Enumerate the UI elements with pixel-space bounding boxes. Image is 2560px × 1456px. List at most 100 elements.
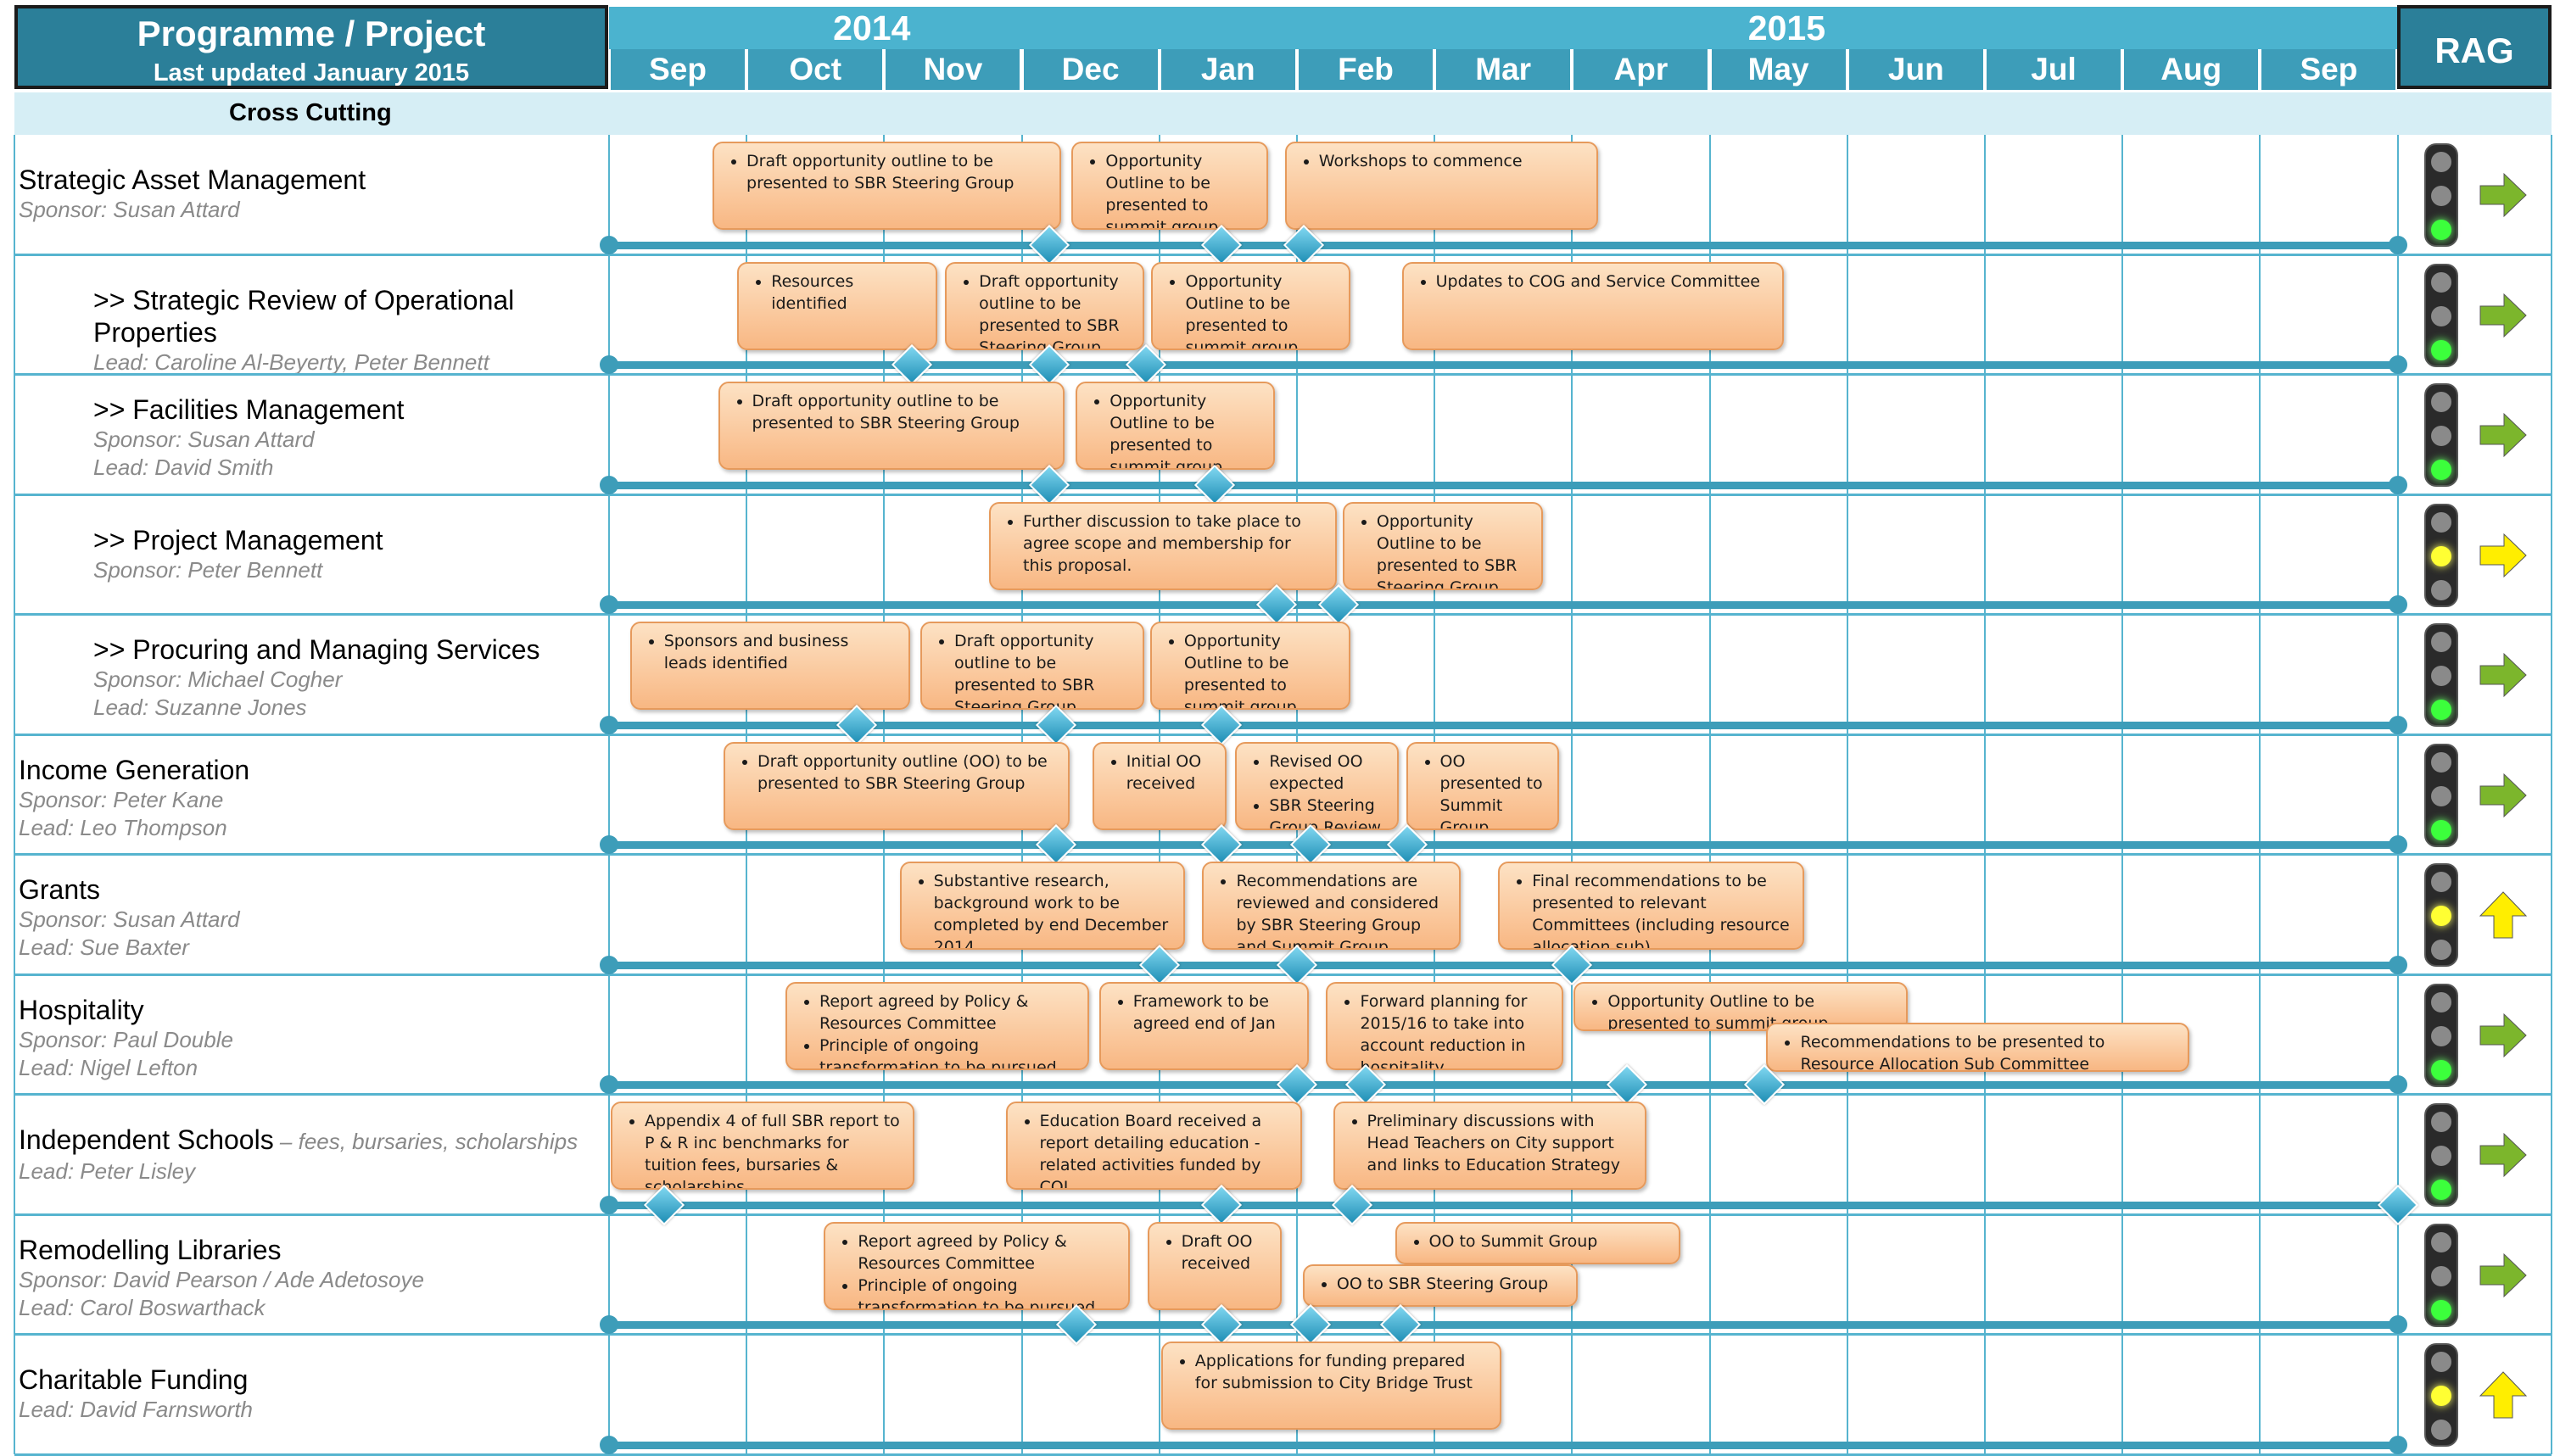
activity-note[interactable]: Draft opportunity outline to be presente… — [713, 142, 1062, 230]
activity-note[interactable]: Draft OO received — [1147, 1221, 1282, 1310]
note-bullet: Opportunity Outline to be presented to S… — [1377, 510, 1529, 589]
activity-note[interactable]: Resources identified — [737, 261, 938, 350]
activity-note[interactable]: Opportunity Outline to be presented to s… — [1071, 142, 1268, 230]
milestone-diamond[interactable] — [1193, 464, 1235, 505]
activity-note[interactable]: Draft opportunity outline (OO) to be pre… — [724, 741, 1070, 830]
activity-note[interactable]: Workshops to commence — [1284, 142, 1598, 230]
activity-note[interactable]: Opportunity Outline to be presented to s… — [1573, 981, 1908, 1031]
milestone-diamond[interactable] — [891, 343, 932, 386]
activity-note[interactable]: Appendix 4 of full SBR report to P & R i… — [611, 1102, 914, 1190]
milestone-diamond[interactable] — [1056, 1303, 1098, 1346]
milestone-diamond[interactable] — [1200, 823, 1242, 866]
arrow-right-icon — [2479, 652, 2527, 698]
project-tagline: – fees, bursaries, scholarships — [273, 1129, 579, 1154]
activity-note[interactable]: Substantive research, background work to… — [899, 862, 1186, 950]
activity-note[interactable]: Draft opportunity outline to be presente… — [945, 261, 1144, 350]
note-bullets: Recommendations are reviewed and conside… — [1216, 870, 1446, 948]
activity-note[interactable]: Further discussion to take place to agre… — [989, 501, 1337, 590]
rag-lamp — [2431, 339, 2451, 360]
rag-lamp — [2431, 220, 2451, 240]
milestone-diamond[interactable] — [1551, 944, 1593, 985]
project-owner: Sponsor: Paul Double — [19, 1026, 233, 1052]
activity-note[interactable]: OO to SBR Steering Group — [1302, 1264, 1578, 1307]
activity-note[interactable]: Final recommendations to be presented to… — [1498, 862, 1805, 950]
activity-note[interactable]: OO presented to Summit Group — [1406, 741, 1560, 830]
activity-note[interactable]: Preliminary discussions with Head Teache… — [1333, 1102, 1646, 1190]
project-label: >> Strategic Review of Operational Prope… — [93, 284, 568, 377]
activity-note[interactable]: Report agreed by Policy & Resources Comm… — [785, 981, 1089, 1070]
traffic-light-icon — [2424, 143, 2458, 247]
milestone-diamond[interactable] — [1138, 944, 1180, 985]
milestone-diamond[interactable] — [1276, 1063, 1318, 1106]
activity-note[interactable]: Draft opportunity outline to be presente… — [718, 382, 1065, 470]
project-name: >> Strategic Review of Operational Prope… — [93, 284, 515, 348]
milestone-diamond[interactable] — [1255, 583, 1297, 626]
activity-note[interactable]: Updates to COG and Service Committee — [1401, 261, 1784, 350]
row-divider — [14, 493, 2552, 496]
month-header: May — [1711, 49, 1846, 90]
note-bullet: Framework to be agreed end of Jan — [1133, 990, 1295, 1035]
milestone-diamond[interactable] — [1386, 823, 1428, 866]
project-title: Independent Schools – fees, bursaries, s… — [19, 1124, 595, 1158]
milestone-diamond[interactable] — [1345, 1063, 1387, 1106]
activity-note[interactable]: Opportunity Outline to be presented to s… — [1151, 261, 1350, 350]
activity-note[interactable]: Revised OO expectedSBR Steering Group Re… — [1235, 741, 1399, 830]
row-divider — [14, 253, 2552, 256]
project-owner: Sponsor: Peter Kane — [19, 786, 224, 812]
timeline-endpoint — [600, 595, 618, 614]
milestone-diamond[interactable] — [1607, 1063, 1648, 1106]
milestone-diamond[interactable] — [1028, 464, 1070, 505]
milestone-diamond[interactable] — [1200, 1303, 1242, 1346]
milestone-diamond[interactable] — [1331, 1184, 1372, 1225]
activity-note[interactable]: Recommendations are reviewed and conside… — [1202, 862, 1461, 950]
activity-note[interactable]: Forward planning for 2015/16 to take int… — [1326, 981, 1564, 1070]
activity-note[interactable]: Framework to be agreed end of Jan — [1098, 981, 1310, 1070]
project-owner: Sponsor: Susan Attard — [19, 197, 240, 222]
note-bullets: Draft opportunity outline to be presente… — [732, 390, 1051, 434]
milestone-diamond[interactable] — [1036, 823, 1077, 866]
activity-note[interactable]: Recommendations to be presented to Resou… — [1766, 1022, 2190, 1072]
milestone-diamond[interactable] — [1028, 224, 1070, 265]
milestone-diamond[interactable] — [2377, 1184, 2418, 1225]
milestone-diamond[interactable] — [1036, 704, 1077, 745]
activity-note[interactable]: Draft opportunity outline to be presente… — [919, 622, 1144, 710]
milestone-diamond[interactable] — [643, 1184, 685, 1225]
project-title: >> Strategic Review of Operational Prope… — [93, 284, 568, 349]
milestone-diamond[interactable] — [836, 704, 877, 745]
milestone-diamond[interactable] — [1028, 343, 1070, 386]
rag-lamp — [2431, 426, 2451, 446]
activity-note[interactable]: Opportunity Outline to be presented to s… — [1076, 382, 1275, 470]
rag-lamp — [2431, 1112, 2451, 1132]
milestone-diamond[interactable] — [1317, 583, 1359, 626]
activity-note[interactable]: Initial OO received — [1092, 741, 1227, 830]
milestone-diamond[interactable] — [1283, 224, 1325, 265]
project-title: Income Generation — [19, 754, 595, 786]
milestone-diamond[interactable] — [1200, 1184, 1242, 1225]
activity-note[interactable]: OO to Summit Group — [1395, 1221, 1681, 1264]
milestone-diamond[interactable] — [1276, 944, 1318, 985]
note-bullets: Opportunity Outline to be presented to s… — [1085, 150, 1254, 228]
activity-note[interactable]: Report agreed by Policy & Resources Comm… — [824, 1221, 1131, 1310]
rag-lamp — [2431, 305, 2451, 326]
project-owner: Lead: Carol Boswarthack — [19, 1294, 266, 1320]
activity-note[interactable]: Opportunity Outline to be presented to S… — [1342, 501, 1543, 590]
timeline-bar — [609, 721, 2397, 729]
activity-note[interactable]: Education Board received a report detail… — [1005, 1102, 1303, 1190]
activity-note[interactable]: Opportunity Outline to be presented to s… — [1149, 622, 1350, 710]
timeline-endpoint — [2388, 835, 2407, 854]
arrow-right-icon — [2479, 412, 2527, 458]
milestone-diamond[interactable] — [1379, 1303, 1421, 1346]
project-title: Grants — [19, 873, 595, 906]
rag-lamp — [2431, 906, 2451, 926]
milestone-diamond[interactable] — [1200, 704, 1242, 745]
activity-note[interactable]: Applications for funding prepared for su… — [1160, 1342, 1502, 1430]
activity-note[interactable]: Sponsors and business leads identified — [629, 622, 910, 710]
timeline-endpoint — [600, 955, 618, 974]
milestone-diamond[interactable] — [1200, 224, 1242, 265]
month-header: Mar — [1436, 49, 1571, 90]
